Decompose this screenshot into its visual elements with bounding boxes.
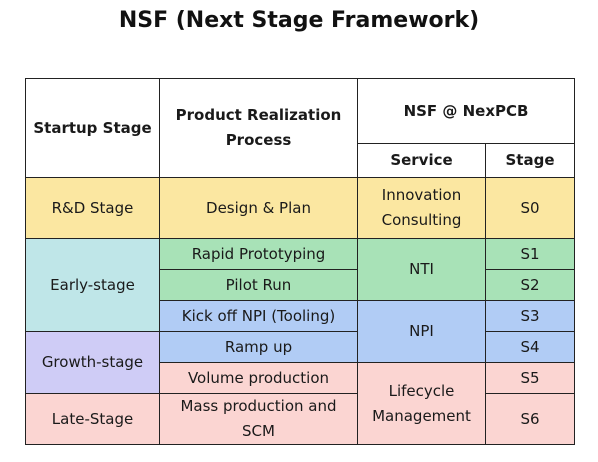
header-nsf-at-nexpcb: NSF @ NexPCB xyxy=(356,78,576,144)
nsf-table: Startup Stage Product Realization Proces… xyxy=(25,78,576,445)
header-service: Service xyxy=(357,143,486,178)
service-npi: NPI xyxy=(357,300,486,363)
page-title: NSF (Next Stage Framework) xyxy=(118,8,480,33)
service-innovation-consulting: Innovation Consulting xyxy=(357,177,486,239)
process-ramp-up: Ramp up xyxy=(159,331,358,363)
header-stage: Stage xyxy=(484,143,576,178)
startup-stage-rd: R&D Stage xyxy=(25,177,160,239)
service-nti: NTI xyxy=(357,238,486,301)
stage-s5: S5 xyxy=(484,362,576,394)
service-lifecycle-management: Lifecycle Management xyxy=(357,362,486,445)
stage-s4: S4 xyxy=(484,331,576,363)
process-volume-production: Volume production xyxy=(159,362,358,394)
stage-s6: S6 xyxy=(484,393,576,445)
process-pilot-run: Pilot Run xyxy=(159,269,358,301)
startup-stage-early: Early-stage xyxy=(25,238,160,332)
process-kick-off-npi: Kick off NPI (Tooling) xyxy=(159,300,358,332)
process-rapid-prototyping: Rapid Prototyping xyxy=(159,238,358,270)
stage-s3: S3 xyxy=(484,300,576,332)
startup-stage-growth: Growth-stage xyxy=(25,331,160,394)
header-product-realization: Product Realization Process xyxy=(159,78,358,178)
startup-stage-late: Late-Stage xyxy=(25,393,160,445)
header-startup-stage: Startup Stage xyxy=(25,78,160,178)
stage-s0: S0 xyxy=(484,177,576,239)
stage-s1: S1 xyxy=(484,238,576,270)
process-design-plan: Design & Plan xyxy=(159,177,358,239)
stage-s2: S2 xyxy=(484,269,576,301)
process-mass-production-scm: Mass production and SCM xyxy=(159,393,358,445)
